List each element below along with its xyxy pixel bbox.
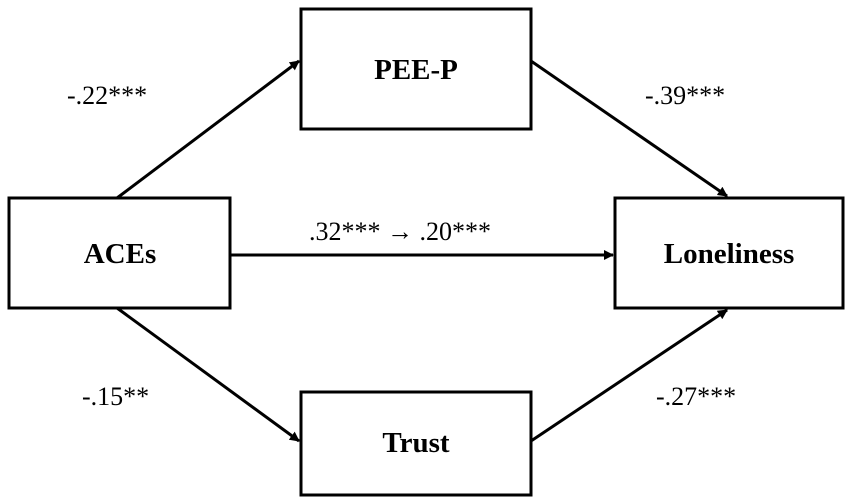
trust-label: Trust xyxy=(382,427,449,459)
loneliness-label: Loneliness xyxy=(664,238,795,270)
loneliness-box xyxy=(613,196,845,310)
coef-aces-to-loneliness: .32*** → .20*** xyxy=(309,217,491,246)
aces-label: ACEs xyxy=(84,238,157,270)
aces-box xyxy=(7,196,232,310)
coef-aces-to-trust: -.15** xyxy=(82,382,149,411)
arrow-aces-to-trust xyxy=(116,306,300,443)
pee-p-box xyxy=(299,7,533,131)
arrow-pee-p-to-loneliness xyxy=(530,59,728,198)
arrow-trust-to-loneliness xyxy=(530,308,728,443)
pee-p-label: PEE-P xyxy=(374,54,458,86)
arrow-aces-to-pee-p xyxy=(116,59,300,200)
trust-box xyxy=(299,390,533,497)
coef-trust-to-loneliness: -.27*** xyxy=(656,382,736,411)
coef-pee-p-to-loneliness: -.39*** xyxy=(645,81,725,110)
coef-aces-to-pee-p: -.22*** xyxy=(67,81,147,110)
